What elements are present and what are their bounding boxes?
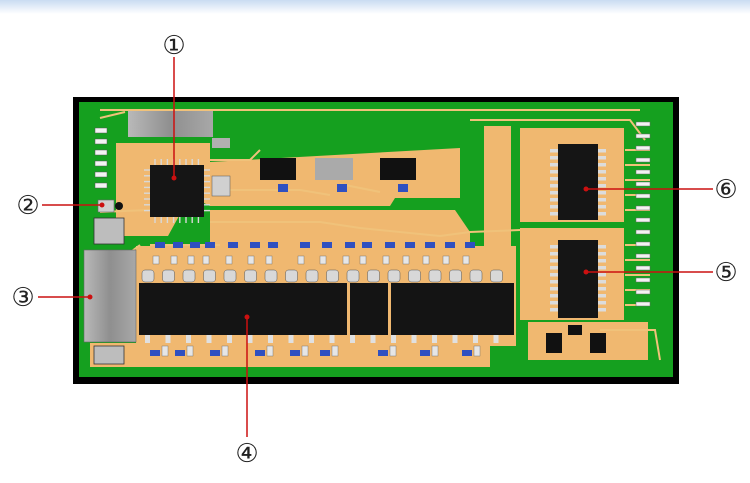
main-mcu-chip [144, 159, 210, 223]
side-connector [83, 217, 137, 365]
callout-label-5: ⑤ [714, 258, 737, 288]
power-mosfet-row [139, 269, 514, 343]
callout-1: ① [162, 31, 186, 181]
callout-label-6: ⑥ [714, 175, 737, 205]
small-components [150, 242, 481, 357]
upper-components [211, 158, 416, 197]
driver-ic-upper [550, 144, 606, 220]
right-header [635, 121, 651, 307]
top-small-part [212, 138, 230, 148]
callout-6: ⑥ [583, 175, 738, 205]
callout-3: ③ [11, 283, 93, 313]
callout-layer: ① ② ③ ④ ⑤ ⑥ [11, 31, 737, 469]
driver-ic-lower [550, 240, 606, 318]
callout-4: ④ [235, 314, 259, 469]
callout-label-1: ① [162, 31, 185, 61]
top-banner [0, 0, 750, 14]
top-connector [128, 111, 213, 137]
left-header [94, 127, 108, 189]
callout-label-4: ④ [235, 439, 258, 469]
callout-5: ⑤ [583, 258, 738, 288]
callout-label-2: ② [16, 191, 39, 221]
callout-2: ② [16, 191, 105, 221]
middle-connector [315, 158, 353, 180]
callout-label-3: ③ [11, 283, 34, 313]
bottom-right-transistors [546, 325, 606, 353]
